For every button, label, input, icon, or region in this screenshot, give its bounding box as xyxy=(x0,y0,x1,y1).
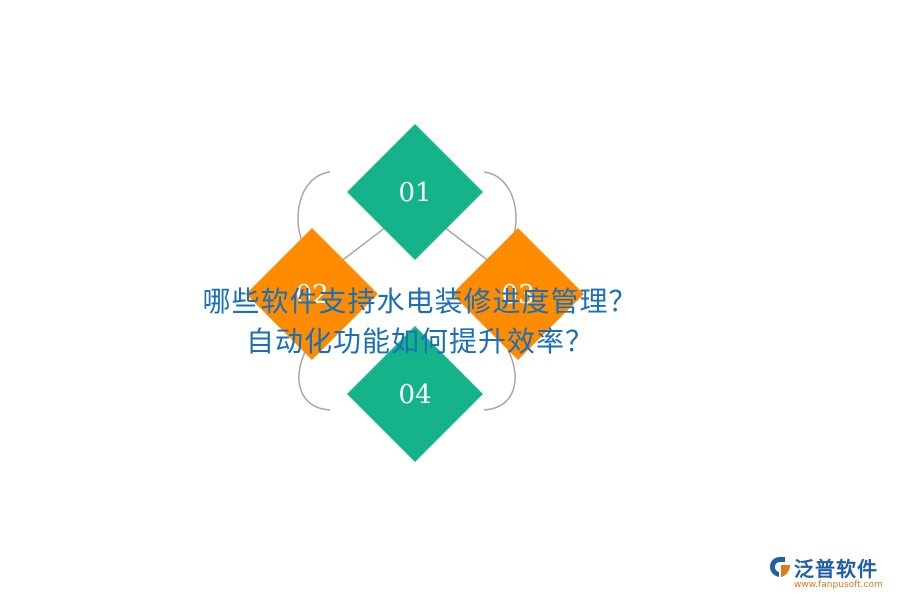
diamond-01: 01 xyxy=(347,124,483,260)
fanpu-logo-icon xyxy=(770,557,790,577)
title-line-2: 自动化功能如何提升效率？ xyxy=(245,325,594,358)
diamond-04: 04 xyxy=(347,326,483,462)
loop-bottom-right xyxy=(483,349,516,411)
diamond-03-label: 03 xyxy=(501,280,534,310)
diamond-03: 03 xyxy=(452,228,584,360)
fanpu-logo: 泛普软件 www.fanpusoft.com xyxy=(768,551,894,595)
diamond-01-label: 01 xyxy=(398,178,431,208)
logo-url: www.fanpusoft.com xyxy=(794,580,883,590)
diamond-02: 02 xyxy=(246,228,378,360)
diamond-02-label: 02 xyxy=(295,280,328,310)
inner-link-right xyxy=(439,223,491,263)
title-line-1: 哪些软件支持水电装修进度管理？ xyxy=(202,285,638,318)
diamond-04-label: 04 xyxy=(398,380,431,410)
logo-name: 泛普软件 xyxy=(794,557,878,581)
inner-link-left xyxy=(339,223,391,263)
loop-bottom-left xyxy=(298,349,331,411)
